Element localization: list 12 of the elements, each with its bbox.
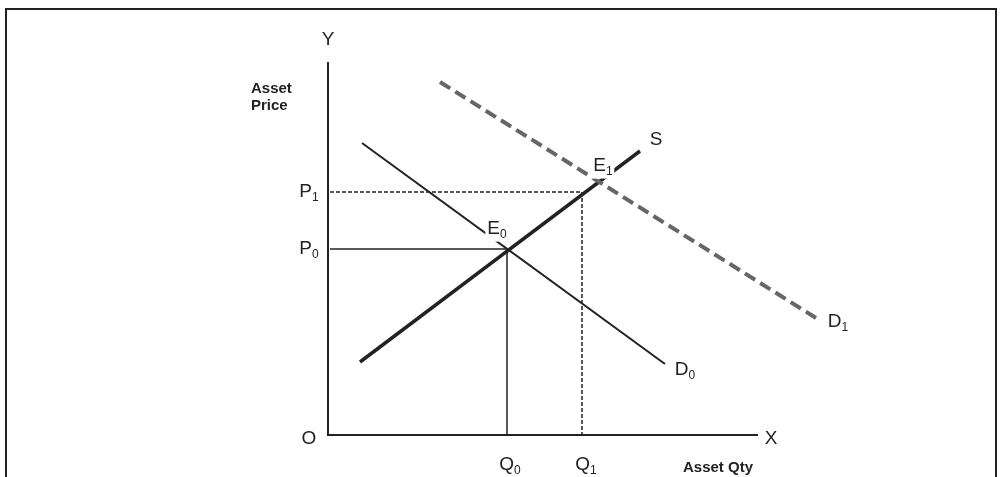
- axis-label: Y: [321, 28, 335, 48]
- quantity-label: Q$_{1}$: [575, 453, 597, 477]
- price-label: P$_{0}$: [299, 237, 319, 261]
- origin-label: O: [301, 427, 317, 447]
- axis-title: Asset Qty: [683, 458, 753, 474]
- curve-label: S: [649, 128, 663, 148]
- price-label: P$_{1}$: [299, 180, 319, 204]
- curve-label: D$_{1}$: [827, 310, 849, 334]
- curve-label: D$_{0}$: [674, 358, 696, 382]
- axis-title: Asset Price: [251, 78, 293, 114]
- quantity-label: Q$_{0}$: [499, 453, 521, 477]
- axis-label: X: [764, 427, 778, 447]
